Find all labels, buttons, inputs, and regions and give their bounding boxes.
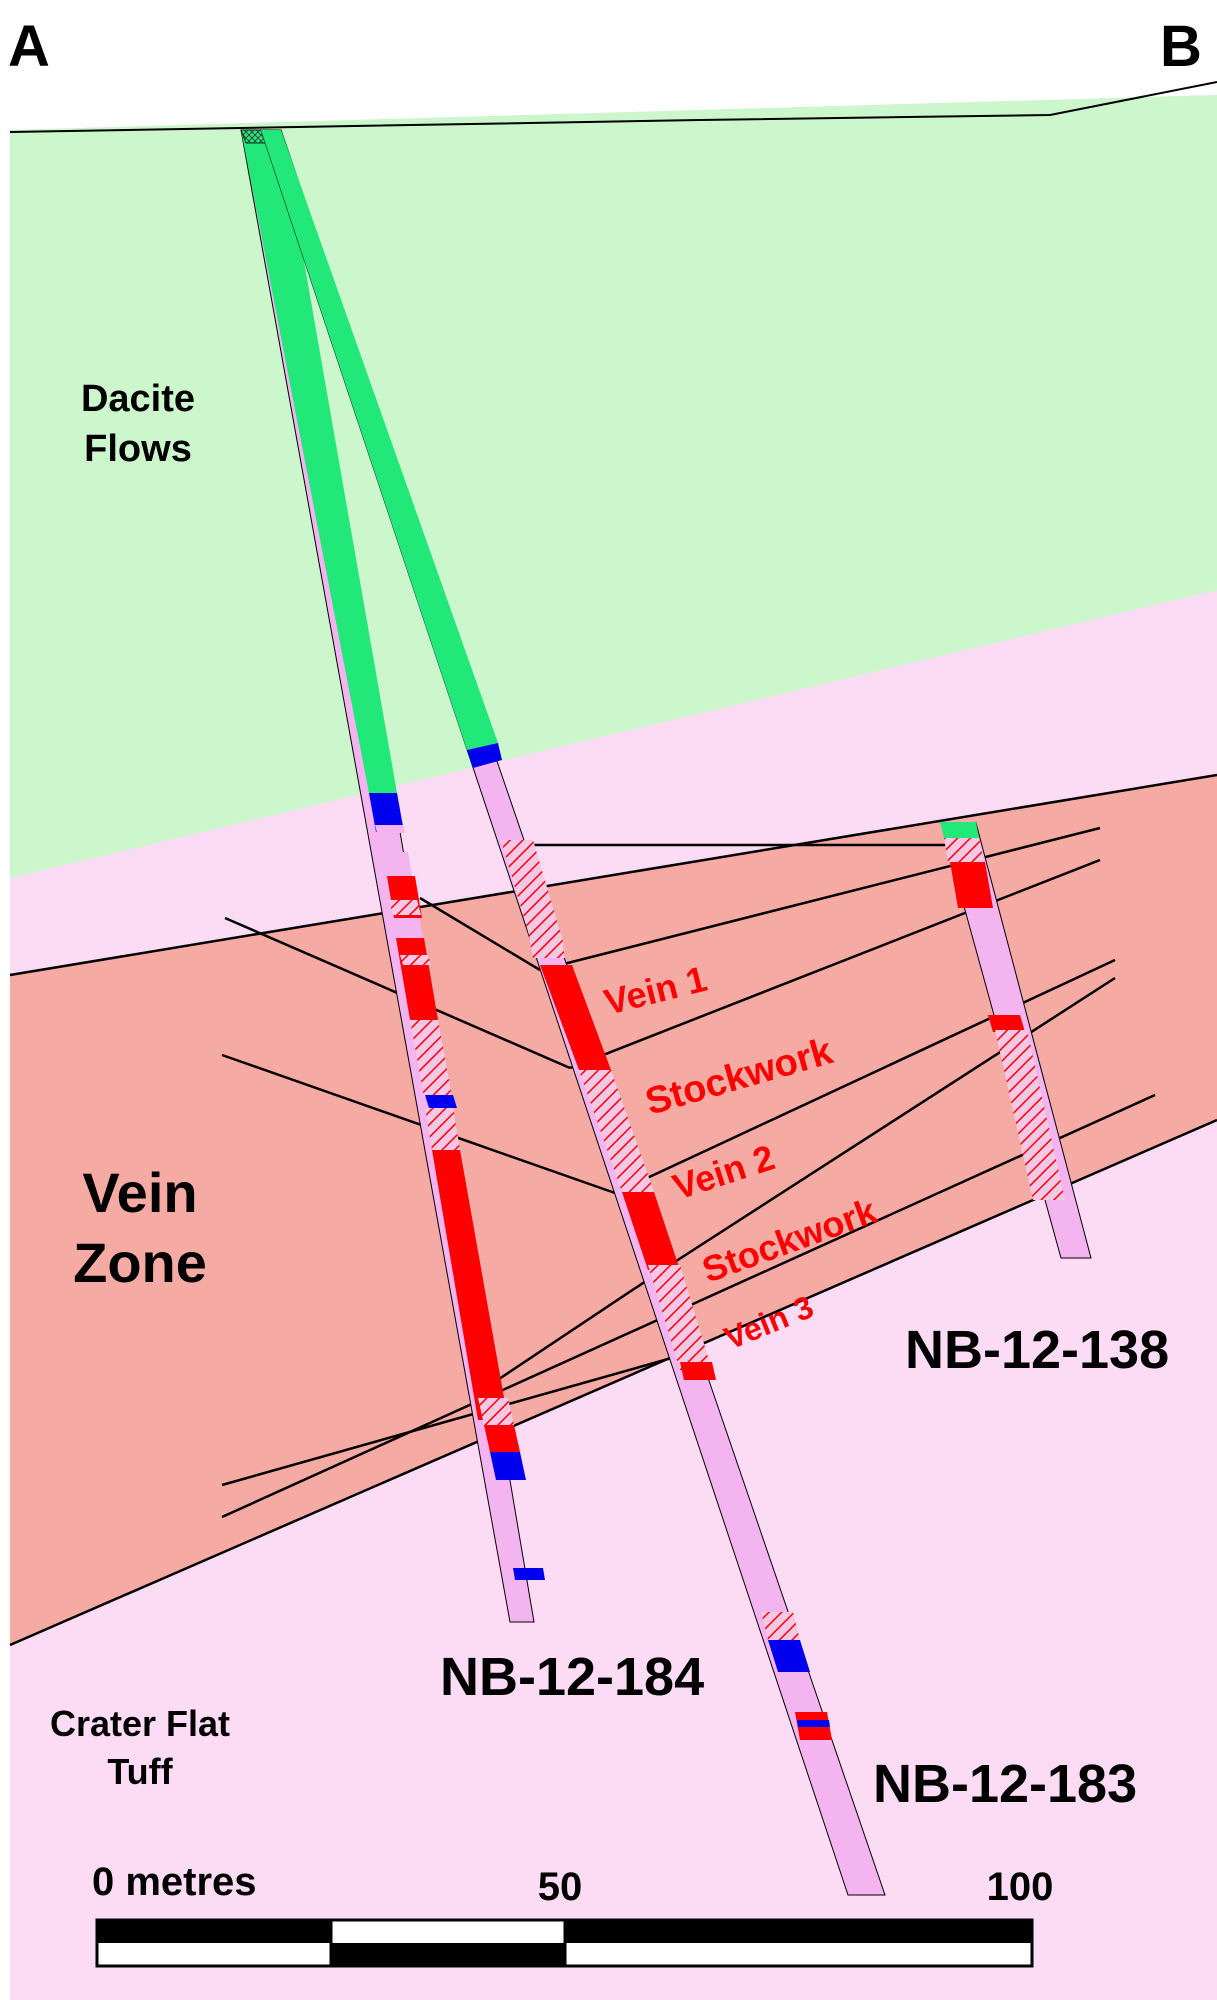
drillhole-nb-12-184: [240, 129, 545, 1623]
drillhole-nb-12-138: [940, 822, 1092, 1259]
dacite-flows-label: Dacite: [81, 378, 195, 420]
drillhole-nb-12-183: [260, 129, 886, 1896]
hole-label-nb-12-183: NB-12-183: [873, 1754, 1137, 1814]
dacite-flows-unit: [10, 95, 1217, 878]
vein-zone-label: Vein: [82, 1161, 197, 1224]
crater-flat-label: Crater Flat: [50, 1703, 230, 1744]
section-end-b: B: [1160, 14, 1202, 79]
vein-zone-lower-contact: [9, 1118, 1217, 1647]
hole-label-nb-12-138: NB-12-138: [905, 1320, 1169, 1380]
scale-label-0: 0 metres: [92, 1860, 257, 1904]
scale-bar: [95, 1918, 1034, 1968]
crater-flat-label-2: Tuff: [107, 1751, 173, 1792]
scale-label-50: 50: [538, 1865, 583, 1909]
section-end-a: A: [8, 14, 50, 79]
vein-zone-upper-contact: [9, 773, 1217, 977]
hole-label-nb-12-184: NB-12-184: [440, 1647, 704, 1707]
topographic-surface: [9, 81, 1217, 133]
correlation-lines: [221, 826, 1156, 1519]
vein-zone-label-2: Zone: [73, 1231, 207, 1294]
scale-label-100: 100: [987, 1865, 1054, 1909]
vein-zone-unit: [10, 775, 1217, 1645]
dacite-flows-label-2: Flows: [84, 428, 192, 470]
